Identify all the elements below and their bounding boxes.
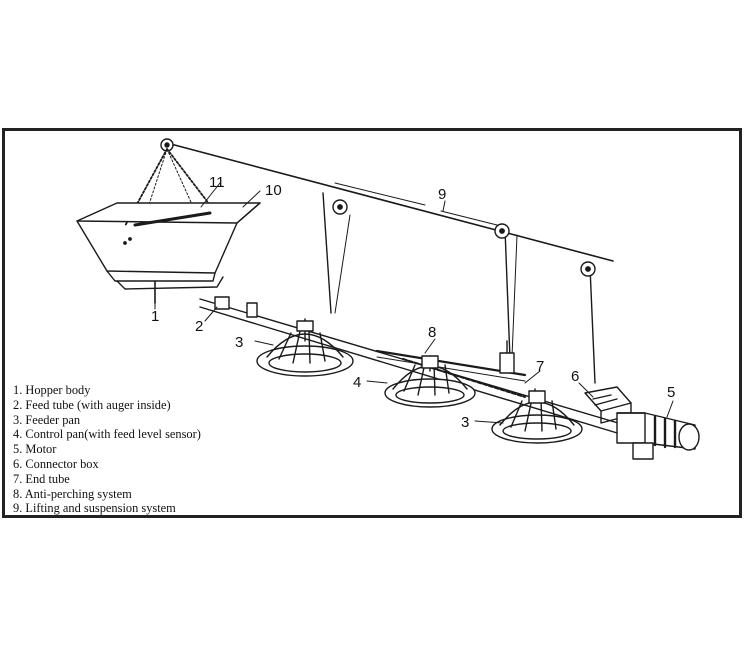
legend-item: 6. Connector box [13, 456, 99, 471]
motor [616, 412, 700, 460]
legend-item: 3. Feeder pan [13, 412, 81, 427]
hopper-body [76, 148, 261, 304]
feeder-pan-1 [256, 318, 354, 377]
callout-3-second: 3 [461, 414, 469, 431]
callout-11: 11 [209, 174, 225, 191]
pulleys [160, 138, 596, 277]
callout-10: 10 [265, 182, 282, 199]
diagram-frame: 11 10 9 1 2 3 8 4 7 6 5 3 1. Hopper body… [2, 128, 742, 518]
suspension-system [166, 142, 614, 384]
legend-item: 5. Motor [13, 442, 57, 457]
callout-9: 9 [438, 186, 446, 203]
callout-2: 2 [195, 318, 203, 335]
legend-item: 7. End tube [13, 471, 70, 486]
legend-item: 1. Hopper body [13, 383, 91, 397]
parts-legend: 1. Hopper body 2. Feed tube (with auger … [13, 383, 201, 516]
callout-4: 4 [353, 374, 361, 391]
end-tube [499, 340, 515, 374]
callout-5: 5 [667, 384, 675, 401]
callout-6: 6 [571, 368, 579, 385]
legend-item: 9. Lifting and suspension system [13, 501, 176, 516]
control-pan [384, 355, 476, 408]
callout-8: 8 [428, 324, 436, 341]
connector-box [584, 386, 632, 424]
legend-item: 8. Anti-perching system [13, 486, 132, 501]
legend-item: 4. Control pan(with feed level sensor) [13, 427, 201, 442]
legend-item: 2. Feed tube (with auger inside) [13, 397, 171, 412]
callout-1: 1 [151, 308, 159, 325]
callout-leaders [154, 182, 674, 424]
feeder-pan-2 [491, 388, 583, 444]
feeding-line-diagram: 11 10 9 1 2 3 8 4 7 6 5 3 [76, 138, 700, 460]
callout-3-first: 3 [235, 334, 243, 351]
callout-7: 7 [536, 358, 544, 375]
